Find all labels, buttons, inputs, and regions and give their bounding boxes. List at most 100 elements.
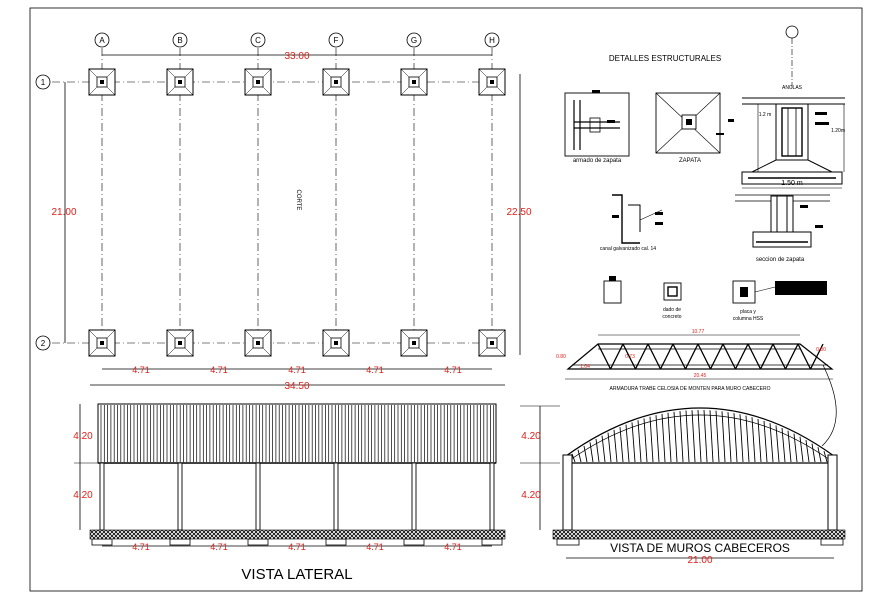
end-truss-web [571,409,828,463]
foundation-plan: A B C F G H 1 2 33.00 21.00 22.50 CORTE 4.71 4.… [35,32,532,392]
column-axis-label: A [99,36,105,45]
lateral-columns [91,462,503,546]
footing [322,68,350,96]
dim-span-4: 4.71 [366,365,384,375]
axis-grid [52,48,505,358]
depth-b: 1.20m [831,128,845,134]
footing [400,329,428,357]
column-base [91,538,113,546]
footing [166,329,194,357]
structural-details: DETALLES ESTRUCTURALES armado de zapata … [564,25,845,322]
end-height-top: 4.20 [521,431,541,442]
truss-inner-2: 0.73 [625,354,635,360]
column-axis-bubble: H [484,32,500,48]
dim-left: 21.00 [51,207,76,218]
pedestal-label-1: dado de [663,307,681,313]
footing [244,329,272,357]
lateral-height-bottom: 4.20 [73,490,93,501]
dim-total: 34.50 [284,381,309,392]
lateral-height-top: 4.20 [73,431,93,442]
footings [88,68,506,357]
column [255,462,261,531]
section-label: CORTE [295,190,301,211]
end-height-bottom: 4.20 [521,490,541,501]
truss-top-dim: 10.77 [692,329,705,335]
plate-label-1: placa y [740,309,756,315]
footing [478,68,506,96]
footing [88,329,116,357]
footing [166,68,194,96]
footing-section-label: seccion de zapata [756,257,805,263]
footing [88,68,116,96]
column-base [325,538,347,546]
column-base [481,538,503,546]
end-wall-view: 4.20 4.20 VISTA DE MUROS CABECEROS 21.00 [520,405,846,566]
column-axis-bubble: A [94,32,110,48]
channel-label: canal galvanizado cal. 14 [600,246,656,252]
column [333,462,339,531]
column-axis-label: F [334,36,339,45]
column [411,462,417,531]
lateral-span-4: 4.71 [366,542,384,552]
footing [400,68,428,96]
dim-span-5: 4.71 [444,365,462,375]
footing-plan-detail: ZAPATA [655,92,734,164]
footing-label: ZAPATA [679,158,701,164]
lateral-span-5: 4.71 [444,542,462,552]
truss-left-height: 0.80 [556,354,566,360]
row-axis-label: 1 [41,78,46,87]
lateral-span-2: 4.71 [210,542,228,552]
row-axis-label: 2 [41,339,46,348]
row-axis-bubble: 1 [35,74,51,90]
plate-label-2: columna HSS [733,316,764,322]
row-axis-bubble: 2 [35,335,51,351]
ground-strip [89,529,506,540]
footing [322,329,350,357]
column [99,462,105,531]
column-axis-label: H [489,36,495,45]
axis-bubbles: A B C F G H 1 2 [35,32,500,351]
column-details: dado de concreto placa y columna HSS [603,276,827,322]
anchor-section-detail: ANCLAS 1.2 m 1.20m 1.50 m [741,25,845,189]
column-axis-bubble: B [172,32,188,48]
column-axis-label: G [411,36,417,45]
dim-right: 22.50 [506,207,531,218]
dim-span-1: 4.71 [132,365,150,375]
column-axis-bubble: G [406,32,422,48]
column-axis-bubble: C [250,32,266,48]
column-axis-bubble: F [328,32,344,48]
dim-span-2: 4.71 [210,365,228,375]
channel-detail: canal galvanizado cal. 14 [600,194,663,252]
column-base [403,538,425,546]
column [489,462,495,531]
pedestal-label-2: concreto [662,314,681,320]
footing-section-detail: seccion de zapata [735,194,830,263]
truss-inner-1: 1.04 [580,364,590,370]
truss-right-height: 0.80 [816,347,826,353]
end-ground-strip [552,529,846,540]
sheet-border [29,7,863,592]
footing-width: 1.50 m [781,180,803,187]
footing [244,68,272,96]
dim-top: 33.00 [284,51,309,62]
column-base [169,538,191,546]
truss-caption: ARMADURA TRABE CELOSIA DE MONTEN PARA MU… [610,386,771,392]
lateral-span-3: 4.71 [288,542,306,552]
lateral-title: VISTA LATERAL [241,566,352,583]
depth-a: 1.2 m [759,112,772,118]
dim-span-3: 4.71 [288,365,306,375]
column [177,462,183,531]
truss-web [566,343,834,370]
column-axis-label: B [177,36,182,45]
column-base [247,538,269,546]
lateral-span-1: 4.71 [132,542,150,552]
truss-detail: 10.77 0.80 0.80 1.04 0.73 20.45 ARMADURA… [556,329,837,447]
truss-bottom-dim: 20.45 [694,373,707,379]
column-axis-label: C [255,36,261,45]
footing-rebar-detail: armado de zapata [564,90,630,164]
roof-sheeting [100,405,495,462]
lateral-view: 4.20 4.20 4.71 4.71 4.71 4.71 4.71 VISTA… [73,403,506,583]
details-title: DETALLES ESTRUCTURALES [609,54,721,63]
end-view-title: VISTA DE MUROS CABECEROS [610,541,790,555]
